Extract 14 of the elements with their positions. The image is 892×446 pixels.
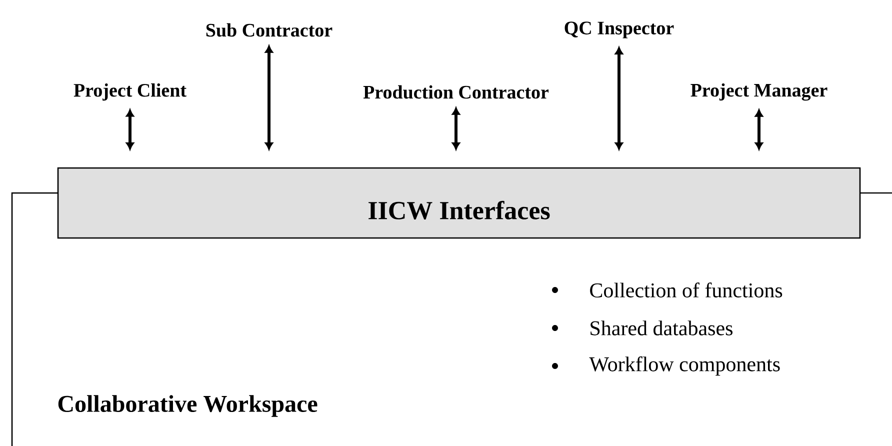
double-arrow	[755, 110, 763, 150]
double-arrow	[126, 110, 134, 150]
double-arrow	[615, 47, 623, 150]
double-arrow	[265, 46, 273, 150]
interface-band: IICW Interfaces	[57, 167, 861, 239]
bullet-item: Shared databases	[552, 320, 732, 336]
role-label: Production Contractor	[363, 85, 549, 99]
role-label: QC Inspector	[564, 22, 674, 38]
role-label: Project Manager	[690, 83, 828, 101]
bullet-item: Workflow components	[552, 356, 780, 376]
role-label: Project Client	[74, 83, 186, 101]
bullet-item: Collection of functions	[552, 282, 782, 298]
double-arrow	[452, 108, 460, 150]
role-label: Sub Contractor	[206, 23, 332, 37]
